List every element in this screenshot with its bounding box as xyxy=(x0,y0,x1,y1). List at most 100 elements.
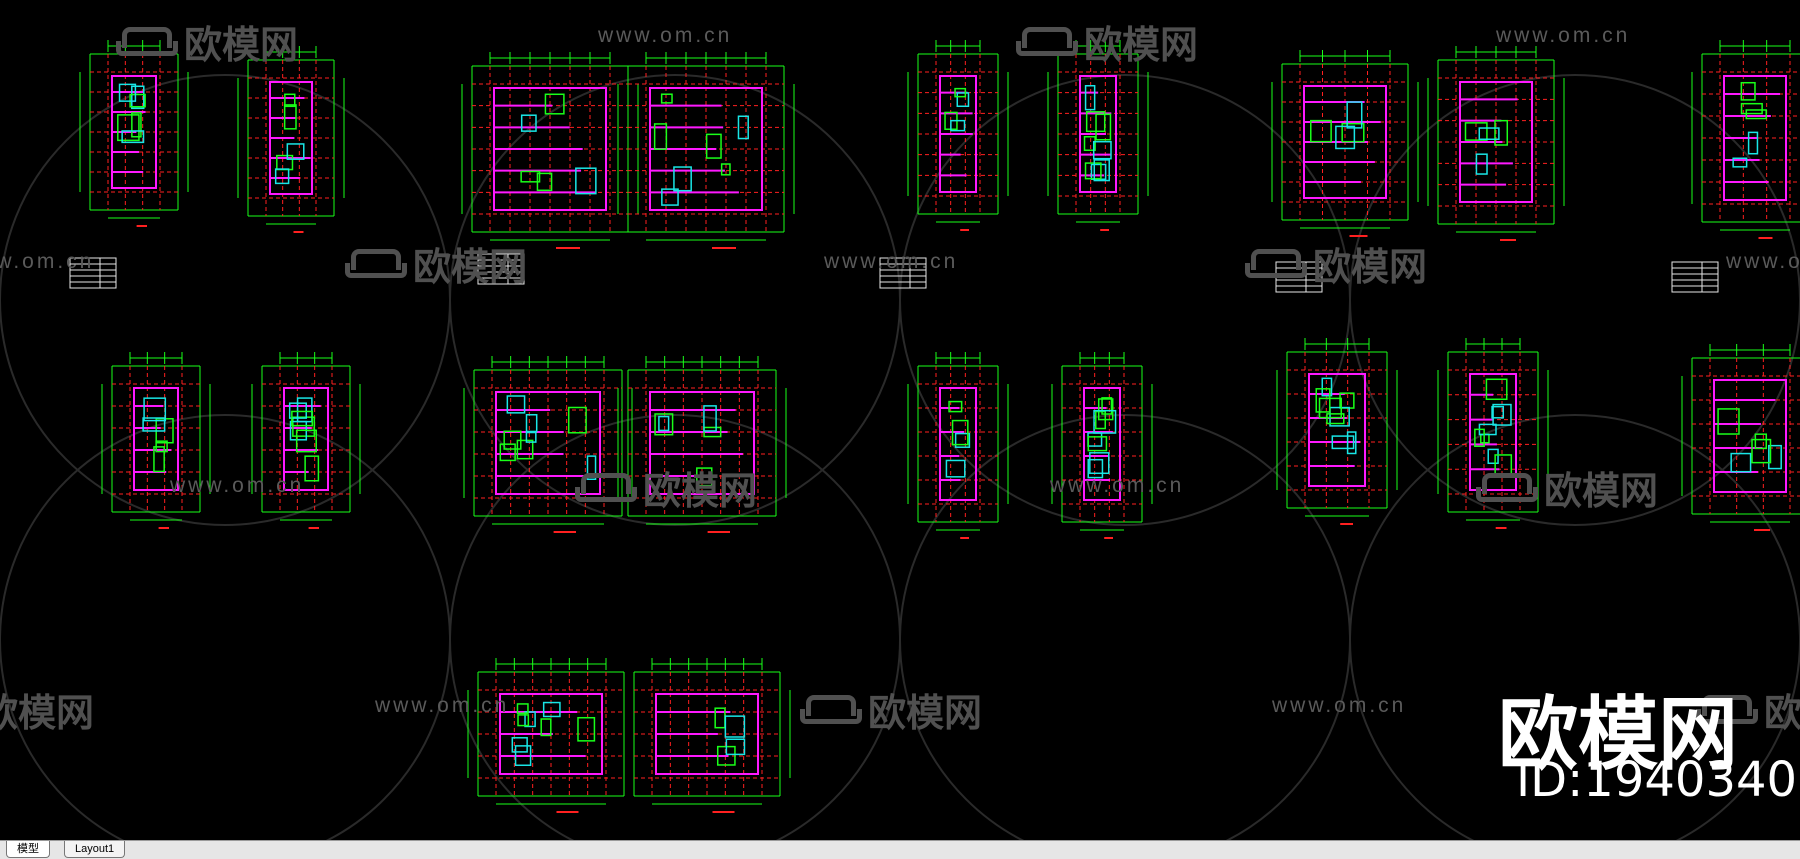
furniture-block xyxy=(1095,113,1112,141)
furniture-block xyxy=(1492,403,1512,426)
floor-plan xyxy=(1437,338,1549,529)
furniture-block xyxy=(1087,436,1108,452)
floor-plan xyxy=(907,40,1009,231)
furniture-block xyxy=(1329,406,1350,427)
furniture-block xyxy=(499,443,516,462)
furniture-block xyxy=(153,446,165,473)
watermark-url: www.om.cn xyxy=(375,694,510,717)
wall-outline xyxy=(1308,373,1366,487)
furniture-block xyxy=(1474,428,1485,448)
furniture-block xyxy=(945,459,966,478)
furniture-block xyxy=(1464,122,1488,141)
furniture-block xyxy=(1494,119,1509,146)
tab-model[interactable]: 模型 xyxy=(6,841,50,858)
furniture-block xyxy=(660,93,673,104)
legend-border xyxy=(879,257,927,289)
furniture-block xyxy=(658,415,670,432)
watermark-logo: 欧模网 xyxy=(800,682,982,737)
watermark-logo-text: 欧模网 xyxy=(643,469,758,513)
watermark-logo-text: 欧模网 xyxy=(413,245,528,289)
furniture-block xyxy=(1745,109,1767,120)
floor-plan xyxy=(1276,338,1398,525)
furniture-block xyxy=(673,166,692,192)
furniture-block xyxy=(1310,119,1332,143)
sofa-icon xyxy=(1016,25,1078,59)
furniture-block xyxy=(516,703,529,714)
watermark-circle xyxy=(0,74,451,526)
watermark-logo-text: 欧模网 xyxy=(1084,23,1199,67)
floor-plan xyxy=(237,46,345,233)
furniture-block xyxy=(1093,409,1117,434)
watermark-logo-text: 欧模网 xyxy=(868,691,983,735)
furniture-block xyxy=(295,429,317,453)
furniture-block xyxy=(954,432,971,448)
sofa-icon xyxy=(345,247,407,281)
furniture-block xyxy=(1331,435,1355,450)
watermark-url: www.om.cn xyxy=(824,250,959,273)
furniture-block xyxy=(586,455,597,481)
floor-plan xyxy=(1427,46,1565,241)
furniture-block xyxy=(1101,397,1113,415)
furniture-block xyxy=(117,114,140,142)
tab-layout1[interactable]: Layout1 xyxy=(64,841,126,858)
brand-id: ID:1940340 xyxy=(1516,752,1798,808)
furniture-block xyxy=(1093,159,1110,182)
furniture-block xyxy=(524,711,536,728)
floor-plan xyxy=(1271,50,1419,237)
floor-plan xyxy=(1691,40,1800,239)
furniture-block xyxy=(1084,162,1102,180)
watermark-url: www.om.cn xyxy=(0,250,95,273)
brand-name: 欧模网 xyxy=(1498,688,1738,781)
furniture-block xyxy=(121,130,145,144)
wall-outline xyxy=(1469,373,1517,491)
furniture-block xyxy=(1478,127,1500,141)
furniture-block xyxy=(304,455,320,482)
watermark-logo-text: 欧模网 xyxy=(1764,691,1800,735)
floor-plan xyxy=(1047,40,1149,231)
sofa-icon xyxy=(575,471,637,505)
sofa-icon xyxy=(1245,247,1307,281)
legend-border xyxy=(69,257,117,289)
furniture-block xyxy=(143,397,167,422)
sofa-icon xyxy=(116,25,178,59)
furniture-block xyxy=(575,167,597,195)
furniture-block xyxy=(703,405,717,432)
furniture-block xyxy=(950,119,966,132)
watermark-logo: 欧模网 xyxy=(116,14,298,69)
furniture-block xyxy=(520,114,537,132)
furniture-block xyxy=(544,93,565,115)
furniture-block xyxy=(1084,85,1096,111)
furniture-block xyxy=(1491,405,1505,419)
watermark-url: www.om.cn xyxy=(170,474,305,497)
furniture-block xyxy=(1740,102,1763,115)
furniture-block xyxy=(1747,131,1759,155)
furniture-block xyxy=(1730,452,1752,473)
floor-plan xyxy=(1681,344,1800,531)
watermark-logo: 欧模网 xyxy=(0,682,94,737)
wall-outline xyxy=(1713,379,1787,493)
watermark-logo: 欧模网 xyxy=(1696,682,1800,737)
furniture-block xyxy=(296,397,313,423)
furniture-block xyxy=(653,123,668,150)
furniture-block xyxy=(956,92,970,108)
furniture-block xyxy=(1087,458,1104,479)
furniture-block xyxy=(948,400,963,413)
furniture-block xyxy=(1740,81,1756,101)
furniture-block xyxy=(720,163,731,176)
wall-outline xyxy=(283,387,329,491)
floor-plan xyxy=(623,658,791,813)
wall-outline xyxy=(939,387,977,501)
cad-model-space[interactable]: www.om.cn www.om.cn www.om.cn www.om.cn … xyxy=(0,0,1800,840)
furniture-block xyxy=(1335,125,1356,150)
floor-plan xyxy=(251,352,361,529)
watermark-logo: 欧模网 xyxy=(1016,14,1198,69)
furniture-block xyxy=(517,714,530,727)
wall-outline xyxy=(133,387,179,491)
watermark-logo-text: 欧模网 xyxy=(1313,245,1428,289)
furniture-block xyxy=(283,104,297,130)
wall-outline xyxy=(495,391,601,495)
furniture-block xyxy=(1475,153,1488,175)
furniture-block xyxy=(703,426,722,438)
watermark-logo-text: 欧模网 xyxy=(1544,469,1659,513)
furniture-block xyxy=(705,133,722,159)
